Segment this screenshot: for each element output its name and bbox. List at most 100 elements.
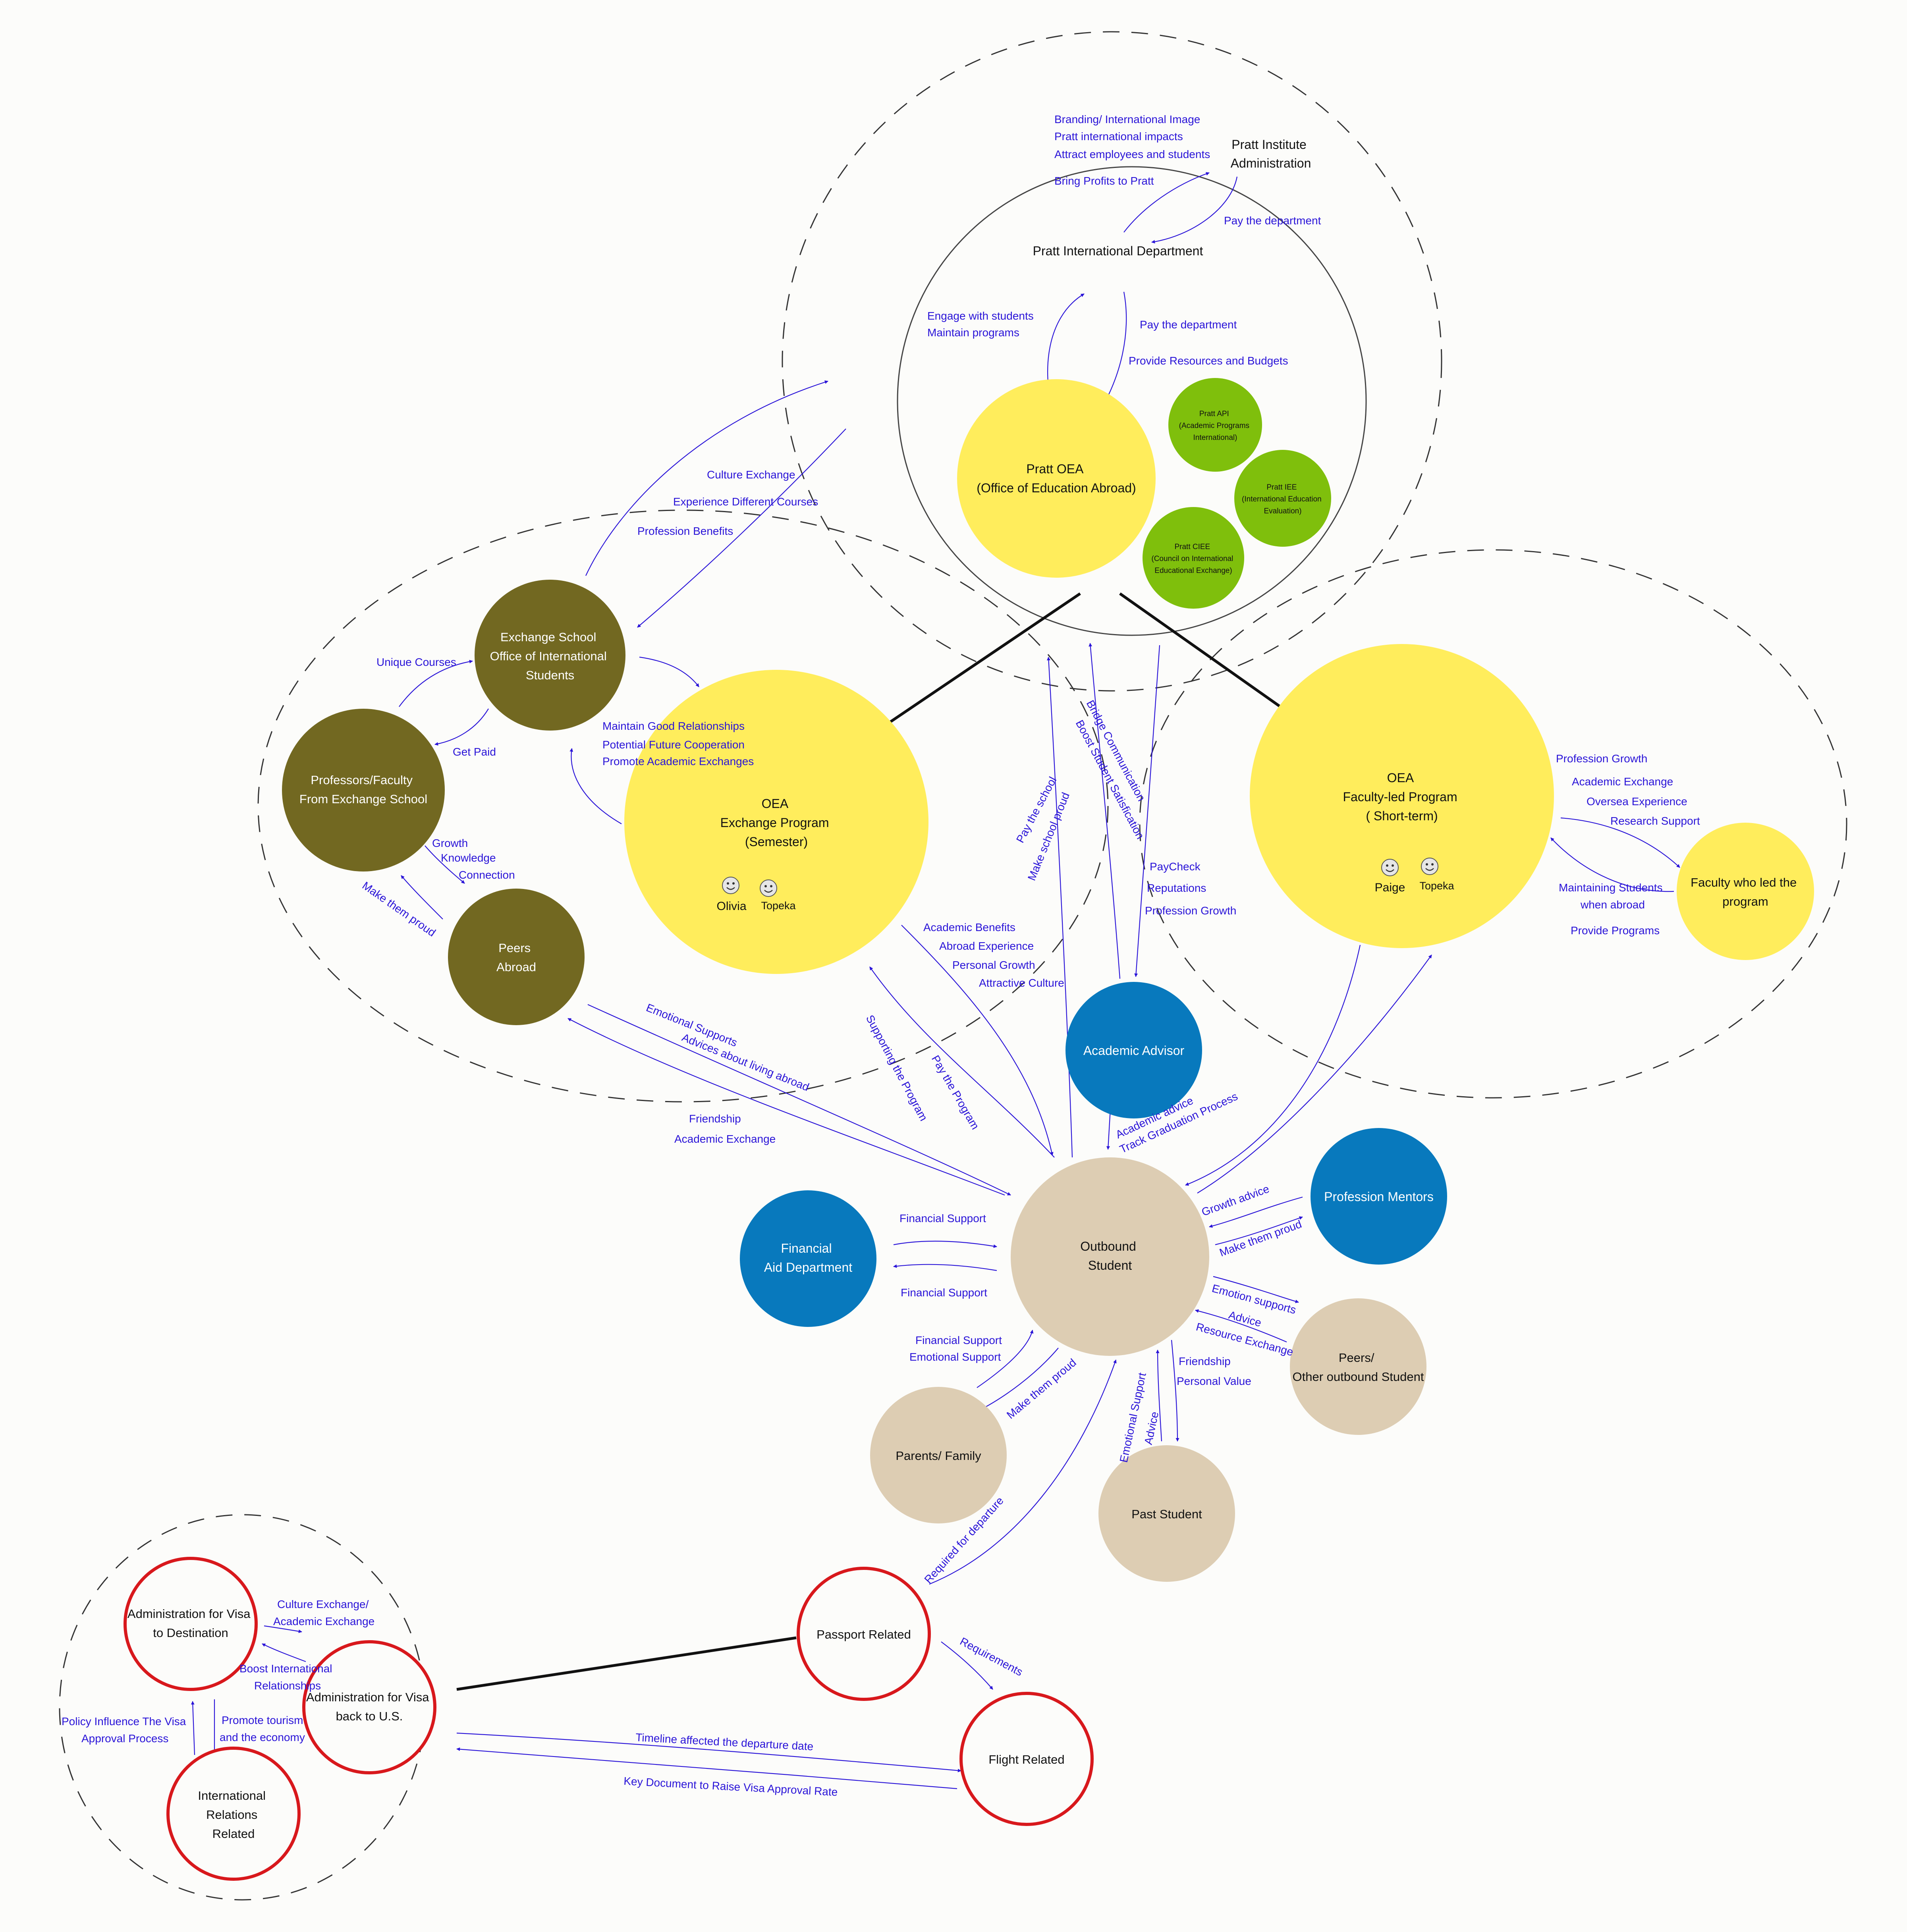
rel-label: Profession Benefits: [637, 525, 733, 537]
pratt-ciee-node[interactable]: [1143, 507, 1244, 609]
rel-label: Attract employees and students: [1054, 148, 1210, 160]
faculty-led-node[interactable]: [1677, 823, 1814, 960]
oea-exchange-title: OEA Exchange Program (Semester): [720, 796, 833, 849]
professors-node[interactable]: [282, 709, 445, 872]
rel-label: Friendship: [689, 1113, 741, 1125]
parents-node[interactable]: [870, 1387, 1007, 1523]
pratt-oea-title: Pratt OEA (Office of Education Abroad): [977, 462, 1136, 495]
rel-label: Academic Exchange: [674, 1133, 776, 1145]
exchange-school-node[interactable]: [475, 580, 625, 731]
persona-topeka: Topeka: [1419, 880, 1454, 892]
rel-label: Engage with students: [927, 310, 1034, 322]
passport-node[interactable]: [797, 1567, 931, 1701]
rel-label: Friendship: [1179, 1355, 1231, 1367]
faculty-led-title: Faculty who led the program: [1691, 875, 1800, 908]
peers-abroad-title: Peers Abroad: [496, 941, 536, 974]
rel-label: Relationships: [254, 1679, 321, 1692]
rel-label: Profession Growth: [1145, 904, 1236, 917]
rel-label: when abroad: [1580, 899, 1645, 911]
rel-label: Maintain programs: [927, 326, 1019, 339]
profession-mentors-node[interactable]: [1311, 1128, 1447, 1265]
rel-label: Emotion supports: [1210, 1282, 1297, 1316]
rel-label: Emotional Support: [909, 1351, 1001, 1363]
outbound-student-node[interactable]: [1011, 1157, 1209, 1356]
smiley-icon: [722, 877, 739, 894]
faculty-group-boundary: [1139, 549, 1847, 1099]
persona-paige: Paige: [1375, 881, 1405, 894]
nodes: [124, 378, 1814, 1881]
past-student-title: Past Student: [1131, 1507, 1202, 1521]
rel-label: Growth: [432, 837, 468, 849]
peers-outbound-node[interactable]: [1290, 1298, 1426, 1435]
parents-title: Parents/ Family: [896, 1449, 981, 1463]
professors-title: Professors/Faculty From Exchange School: [299, 773, 427, 806]
rel-label: Pratt international impacts: [1054, 130, 1183, 143]
rel-label: Timeline affected the departure date: [635, 1731, 814, 1753]
pratt-ciee-title: Pratt CIEE (Council on International Edu…: [1151, 543, 1235, 575]
smiley-icon: [760, 879, 777, 897]
exchange-group-boundary: [257, 509, 1109, 1103]
relationship-arrows: [191, 172, 1680, 1789]
rel-label: and the economy: [220, 1731, 305, 1743]
rel-label: Promote Academic Exchanges: [602, 755, 754, 767]
exchange-school-title: Exchange School Office of International …: [490, 630, 610, 682]
rel-label: Requirements: [958, 1635, 1025, 1678]
smiley-icon: [1381, 859, 1399, 876]
persona-olivia: Olivia: [716, 900, 746, 913]
rel-label: Pay the department: [1224, 214, 1321, 227]
rel-label: Academic Exchange: [1572, 775, 1673, 788]
rel-label: Oversea Experience: [1587, 795, 1687, 808]
outbound-student-title: Outbound Student: [1080, 1239, 1139, 1273]
visa-back-node[interactable]: [302, 1640, 436, 1774]
pratt-iee-title: Pratt IEE (International Education Evalu…: [1242, 483, 1324, 515]
rel-label: Potential Future Cooperation: [602, 738, 745, 751]
rel-label: Pay the Program: [929, 1053, 982, 1132]
pratt-oea-node[interactable]: [957, 379, 1156, 578]
pratt-api-node[interactable]: [1168, 378, 1262, 472]
academic-advisor-title: Academic Advisor: [1083, 1043, 1185, 1058]
oea-exchange-node[interactable]: [624, 670, 928, 974]
intl-relations-title: International Relations Related: [198, 1789, 269, 1841]
rel-label: Personal Value: [1177, 1375, 1251, 1387]
persona-topeka: Topeka: [761, 900, 796, 912]
rel-label: Profession Growth: [1556, 752, 1647, 765]
financial-aid-node[interactable]: [740, 1190, 876, 1327]
rel-label: Financial Support: [899, 1212, 986, 1224]
academic-advisor-node[interactable]: [1065, 982, 1202, 1118]
pratt-intl-title: Pratt International Department: [1033, 244, 1203, 258]
visa-back-title: Administration for Visa back to U.S.: [306, 1690, 432, 1723]
visa-destination-title: Administration for Visa to Destination: [127, 1607, 254, 1640]
flight-node[interactable]: [959, 1692, 1094, 1826]
rel-label: Get Paid: [453, 746, 496, 758]
rel-label: Personal Growth: [952, 959, 1035, 971]
rel-label: Academic Exchange: [273, 1615, 374, 1627]
rel-label: Make them proud: [360, 879, 438, 939]
peers-abroad-node[interactable]: [448, 889, 585, 1025]
rel-label: Boost International: [239, 1662, 332, 1675]
oea-faculty-title: OEA Faculty-led Program ( Short-term): [1343, 771, 1461, 823]
rel-label: Promote tourism: [222, 1714, 303, 1726]
rel-label: Academic Benefits: [923, 921, 1015, 933]
rel-label: Knowledge: [441, 852, 496, 864]
node-titles: Pratt Institute Administration Pratt Int…: [127, 137, 1800, 1841]
rel-label: Connection: [459, 869, 515, 881]
pratt-iee-node[interactable]: [1234, 450, 1331, 547]
rel-label: Reputations: [1147, 882, 1206, 894]
rel-label: Bring Profits to Pratt: [1054, 175, 1154, 187]
rel-label: Provide Resources and Budgets: [1129, 355, 1288, 367]
passport-title: Passport Related: [816, 1627, 911, 1641]
rel-label: Research Support: [1610, 815, 1700, 827]
rel-label: Provide Programs: [1571, 924, 1660, 937]
intl-relations-node[interactable]: [166, 1747, 301, 1881]
oea-faculty-node[interactable]: [1250, 644, 1554, 948]
rel-label: Abroad Experience: [939, 940, 1034, 952]
past-student-node[interactable]: [1098, 1445, 1235, 1582]
pratt-admin-title: Pratt Institute Administration: [1231, 137, 1311, 170]
visa-destination-node[interactable]: [124, 1557, 258, 1691]
rel-label: Attractive Culture: [979, 977, 1064, 989]
rel-label: Financial Support: [915, 1334, 1002, 1346]
rel-label: Key Document to Raise Visa Approval Rate: [623, 1775, 838, 1798]
flight-title: Flight Related: [988, 1753, 1064, 1766]
